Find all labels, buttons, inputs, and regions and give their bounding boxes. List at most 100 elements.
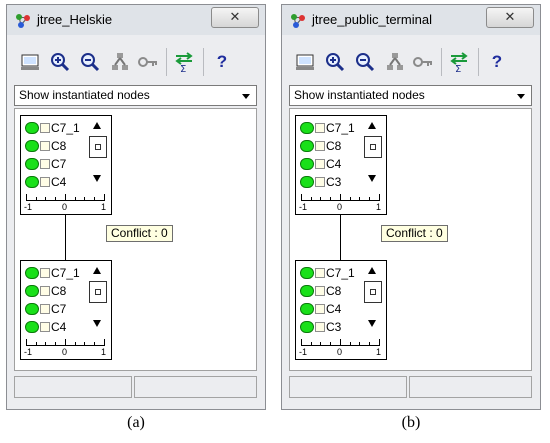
network-icon[interactable] (384, 51, 406, 73)
node-state-row[interactable]: C7_1 (298, 264, 362, 283)
tree-edge (340, 215, 341, 260)
checkbox[interactable] (315, 268, 325, 278)
green-indicator-icon (25, 321, 39, 333)
node-axis: -1 0 1 (24, 336, 107, 358)
checkbox[interactable] (315, 304, 325, 314)
node-label: C4 (326, 302, 342, 316)
node-axis: -1 0 1 (299, 191, 382, 213)
scroll-down-arrow-icon[interactable] (93, 175, 101, 182)
axis-tick-label: -1 (24, 202, 33, 212)
close-button[interactable]: ✕ (211, 7, 259, 28)
checkbox[interactable] (315, 322, 325, 332)
axis-tick-label: 0 (337, 347, 343, 357)
node-scrollbar[interactable] (88, 264, 108, 332)
chevron-down-icon[interactable] (242, 94, 250, 99)
scroll-down-arrow-icon[interactable] (93, 320, 101, 327)
title-bar[interactable]: jtree_public_terminal ✕ (282, 5, 540, 35)
network-icon[interactable] (109, 51, 131, 73)
help-icon[interactable]: ? (216, 52, 228, 71)
node-state-row[interactable]: C8 (298, 137, 362, 156)
node-scrollbar[interactable] (88, 119, 108, 187)
node-state-row[interactable]: C3 (298, 318, 362, 337)
axis-tick-label: -1 (24, 347, 33, 357)
node-state-row[interactable]: C7_1 (298, 119, 362, 138)
node-state-row[interactable]: C4 (298, 155, 362, 174)
close-button[interactable]: ✕ (486, 7, 534, 28)
checkbox[interactable] (40, 123, 50, 133)
view-mode-select[interactable]: Show instantiated nodes (289, 85, 532, 106)
tree-app-icon (290, 13, 306, 29)
checkbox[interactable] (315, 123, 325, 133)
propagate-sigma-icon[interactable]: Σ (448, 51, 470, 75)
node-state-row[interactable]: C7 (23, 155, 87, 174)
propagate-sigma-icon[interactable]: Σ (173, 51, 195, 75)
scroll-thumb[interactable] (89, 281, 107, 303)
node-state-row[interactable]: C7_1 (23, 119, 87, 138)
node-label: C4 (51, 175, 67, 189)
jtree-window-b: jtree_public_terminal ✕ Σ ? Show instant… (281, 4, 541, 410)
view-mode-select[interactable]: Show instantiated nodes (14, 85, 257, 106)
node-state-row[interactable]: C8 (298, 282, 362, 301)
green-indicator-icon (300, 176, 314, 188)
scroll-up-arrow-icon[interactable] (368, 122, 376, 129)
junction-tree-canvas[interactable]: C7_1 C8 C4 C3 -1 0 1 Conflict : 0 C7_1 C… (289, 108, 532, 371)
scroll-up-arrow-icon[interactable] (93, 122, 101, 129)
node-axis: -1 0 1 (24, 191, 107, 213)
checkbox[interactable] (315, 286, 325, 296)
clique-node[interactable]: C7_1 C8 C7 C4 -1 0 1 (20, 260, 112, 360)
clique-node[interactable]: C7_1 C8 C7 C4 -1 0 1 (20, 115, 112, 215)
key-icon[interactable] (412, 51, 434, 73)
checkbox[interactable] (40, 268, 50, 278)
scroll-thumb[interactable] (364, 136, 382, 158)
status-panel-right (134, 376, 257, 398)
node-state-row[interactable]: C3 (298, 173, 362, 192)
toolbar-separator (441, 48, 442, 76)
help-icon[interactable]: ? (491, 52, 503, 71)
scroll-thumb[interactable] (364, 281, 382, 303)
scroll-up-arrow-icon[interactable] (93, 267, 101, 274)
node-state-row[interactable]: C4 (298, 300, 362, 319)
clique-node[interactable]: C7_1 C8 C4 C3 -1 0 1 (295, 115, 387, 215)
node-scrollbar[interactable] (363, 119, 383, 187)
node-scrollbar[interactable] (363, 264, 383, 332)
axis-tick-label: 1 (101, 347, 107, 357)
green-indicator-icon (300, 285, 314, 297)
green-indicator-icon (300, 321, 314, 333)
node-state-row[interactable]: C7_1 (23, 264, 87, 283)
scroll-down-arrow-icon[interactable] (368, 175, 376, 182)
checkbox[interactable] (40, 304, 50, 314)
checkbox[interactable] (315, 177, 325, 187)
junction-tree-canvas[interactable]: C7_1 C8 C7 C4 -1 0 1 Conflict : 0 C7_1 C… (14, 108, 257, 371)
checkbox[interactable] (40, 177, 50, 187)
title-bar[interactable]: jtree_Helskie ✕ (7, 5, 265, 35)
chevron-down-icon[interactable] (517, 94, 525, 99)
checkbox[interactable] (40, 322, 50, 332)
axis-tick-label: -1 (299, 347, 308, 357)
clique-node[interactable]: C7_1 C8 C4 C3 -1 0 1 (295, 260, 387, 360)
scroll-down-arrow-icon[interactable] (368, 320, 376, 327)
zoom-out-icon[interactable] (354, 51, 376, 73)
node-state-row[interactable]: C8 (23, 137, 87, 156)
node-state-row[interactable]: C4 (23, 318, 87, 337)
key-icon[interactable] (137, 51, 159, 73)
monitor-icon[interactable] (19, 51, 41, 73)
scroll-up-arrow-icon[interactable] (368, 267, 376, 274)
status-panel-left (14, 376, 132, 398)
checkbox[interactable] (40, 141, 50, 151)
zoom-in-icon[interactable] (49, 51, 71, 73)
checkbox[interactable] (315, 141, 325, 151)
axis-tick-label: -1 (299, 202, 308, 212)
scroll-thumb[interactable] (89, 136, 107, 158)
monitor-icon[interactable] (294, 51, 316, 73)
green-indicator-icon (25, 122, 39, 134)
node-label: C7_1 (326, 266, 355, 280)
node-state-row[interactable]: C4 (23, 173, 87, 192)
checkbox[interactable] (40, 286, 50, 296)
checkbox[interactable] (315, 159, 325, 169)
checkbox[interactable] (40, 159, 50, 169)
node-state-row[interactable]: C7 (23, 300, 87, 319)
node-state-row[interactable]: C8 (23, 282, 87, 301)
zoom-out-icon[interactable] (79, 51, 101, 73)
zoom-in-icon[interactable] (324, 51, 346, 73)
node-label: C7 (51, 302, 67, 316)
